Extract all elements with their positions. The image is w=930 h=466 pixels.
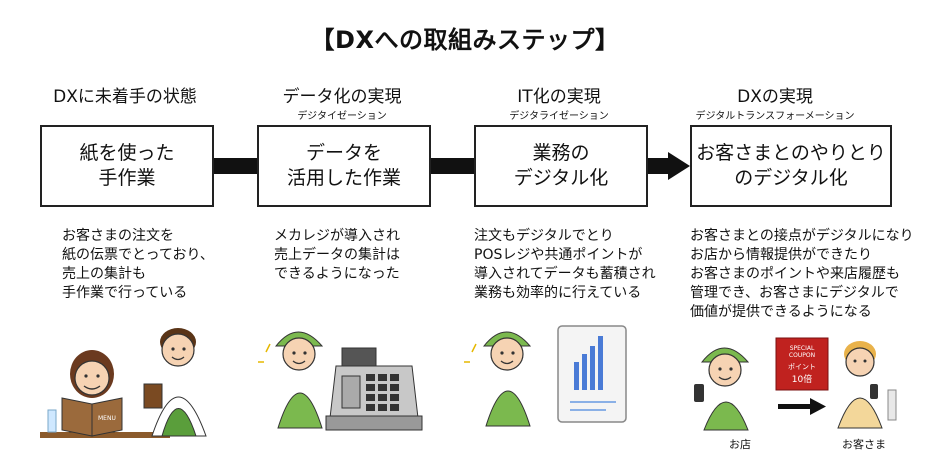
- stage-ruby-3: デジタライゼーション: [509, 111, 609, 122]
- clerk-icon: [258, 331, 324, 429]
- step-box-1: 紙を使った 手作業: [40, 125, 214, 207]
- order-pad-icon: [143, 383, 163, 409]
- connector-2: [431, 158, 474, 174]
- register-illustration: [258, 331, 423, 431]
- dx-illustration: SPECIAL COUPON ポイント 10倍: [694, 337, 897, 431]
- coupon-line4: 10倍: [792, 373, 812, 385]
- coupon-line1: SPECIAL: [790, 345, 815, 352]
- arrow-head-icon: [668, 152, 690, 180]
- stage-ruby-2: デジタイゼーション: [297, 111, 387, 122]
- step-box-4: お客さまとのやりとり のデジタル化: [690, 125, 892, 207]
- stage-label-3: IT化の実現: [517, 87, 601, 107]
- pos-illustration: [464, 325, 627, 427]
- tablet-chart-icon: [557, 325, 627, 423]
- connector-1: [214, 158, 257, 174]
- stage-label-1: DXに未着手の状態: [53, 87, 197, 107]
- waiter-icon: [143, 328, 207, 437]
- customer-phone-icon: [837, 341, 897, 429]
- step-desc-2: メカレジが導入され 売上データの集計は できるようになった: [274, 228, 400, 282]
- glass-icon: [47, 409, 57, 433]
- coupon-line3: ポイント: [788, 363, 816, 371]
- step-box-2: データを 活用した作業: [257, 125, 431, 207]
- shop-clerk-icon: [694, 347, 750, 431]
- shop-label: お店: [729, 438, 751, 451]
- stage-label-2: データ化の実現: [282, 87, 402, 107]
- step-desc-1: お客さまの注文を 紙の伝票でとっており、 売上の集計も 手作業で行っている: [62, 228, 214, 301]
- clerk-icon: [464, 331, 532, 427]
- connector-3: [648, 158, 670, 174]
- step-desc-3: 注文もデジタルでとり POSレジや共通ポイントが 導入されてデータも蓄積され 業…: [474, 228, 656, 301]
- smartphone-icon: [694, 384, 704, 402]
- cash-register-icon: [325, 347, 423, 431]
- coupon-line2: COUPON: [789, 352, 815, 359]
- send-arrow-icon: [778, 398, 826, 415]
- menu-book-icon: MENU: [61, 397, 123, 437]
- customer-label: お客さま: [842, 438, 886, 451]
- step-box-3: 業務の デジタル化: [474, 125, 648, 207]
- coupon-icon: SPECIAL COUPON ポイント 10倍: [775, 337, 829, 391]
- step-desc-4: お客さまとの接点がデジタルになり お店から情報提供ができたり お客さまのポイント…: [690, 228, 914, 320]
- stage-ruby-4: デジタルトランスフォーメーション: [695, 111, 855, 122]
- stage-label-4: DXの実現: [737, 87, 813, 107]
- page-title: 【DXへの取組みステップ】: [310, 26, 620, 54]
- bottle-icon: [887, 389, 897, 421]
- menu-text: MENU: [98, 415, 116, 422]
- paper-order-illustration: MENU: [40, 328, 207, 438]
